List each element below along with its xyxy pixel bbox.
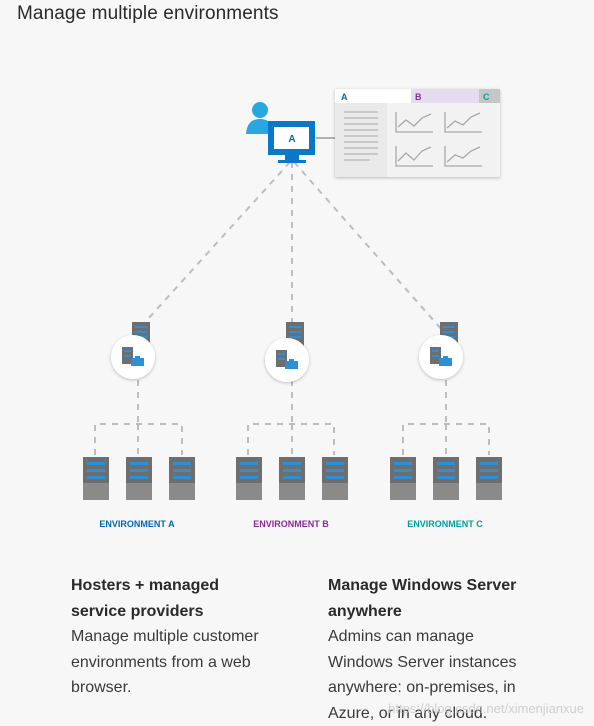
gateway-b bbox=[265, 322, 309, 382]
gateway-c bbox=[419, 322, 463, 379]
user-icon bbox=[246, 102, 274, 134]
page-title: Manage multiple environments bbox=[17, 3, 279, 24]
server-icon bbox=[433, 457, 459, 500]
connector-lines bbox=[137, 161, 443, 331]
hosters-column: Hosters + managed service providers Mana… bbox=[71, 573, 311, 701]
windows-server-heading: Manage Windows Server anywhere bbox=[328, 573, 558, 624]
windows-server-description: Admins can manage Windows Server instanc… bbox=[328, 624, 558, 726]
heading-line: anywhere bbox=[328, 602, 402, 620]
body-line: anywhere: on-premises, in bbox=[328, 679, 516, 696]
body-line: Azure, or in any cloud. bbox=[328, 704, 488, 722]
hosters-heading: Hosters + managed service providers bbox=[71, 573, 311, 624]
server-icon bbox=[322, 457, 348, 500]
environment-c-servers bbox=[390, 457, 502, 500]
server-icon bbox=[236, 457, 262, 500]
monitor-label: A bbox=[288, 134, 295, 145]
environment-a-servers bbox=[83, 457, 195, 500]
heading-line: service providers bbox=[71, 602, 204, 620]
browser-tabs bbox=[335, 89, 500, 177]
server-icon bbox=[279, 457, 305, 500]
browser-tab-b[interactable]: B bbox=[415, 92, 422, 102]
hosters-description: Manage multiple customer environments fr… bbox=[71, 624, 311, 701]
body-line: Windows Server instances bbox=[328, 653, 517, 671]
watermark-text: https://blog.csdn.net/ximenjianxue bbox=[388, 701, 584, 716]
server-icon bbox=[476, 457, 502, 500]
gateway-a bbox=[111, 322, 155, 379]
environment-b-label: ENVIRONMENT B bbox=[253, 519, 329, 529]
windows-server-column: Manage Windows Server anywhere Admins ca… bbox=[328, 573, 558, 726]
browser-tab-a[interactable]: A bbox=[341, 92, 348, 102]
environments-diagram: A A B C bbox=[83, 89, 502, 529]
body-line: browser. bbox=[71, 679, 132, 696]
environment-b-servers bbox=[236, 457, 348, 500]
tree-lines bbox=[94, 380, 490, 455]
environment-c-label: ENVIRONMENT C bbox=[407, 519, 483, 529]
browser-chart-icons bbox=[395, 112, 482, 167]
body-line: Admins can manage bbox=[328, 628, 474, 645]
environment-a-label: ENVIRONMENT A bbox=[99, 519, 175, 529]
monitor-icon bbox=[268, 121, 315, 163]
browser-tab-c[interactable]: C bbox=[483, 92, 490, 102]
server-icon bbox=[126, 457, 152, 500]
server-icon bbox=[83, 457, 109, 500]
body-line: environments from a web bbox=[71, 653, 251, 671]
server-icon bbox=[169, 457, 195, 500]
server-icon bbox=[390, 457, 416, 500]
heading-line: Hosters + managed bbox=[71, 577, 220, 594]
body-line: Manage multiple customer bbox=[71, 628, 259, 645]
browser-sidebar-lines bbox=[344, 111, 378, 161]
heading-line: Manage Windows Server bbox=[328, 577, 517, 594]
